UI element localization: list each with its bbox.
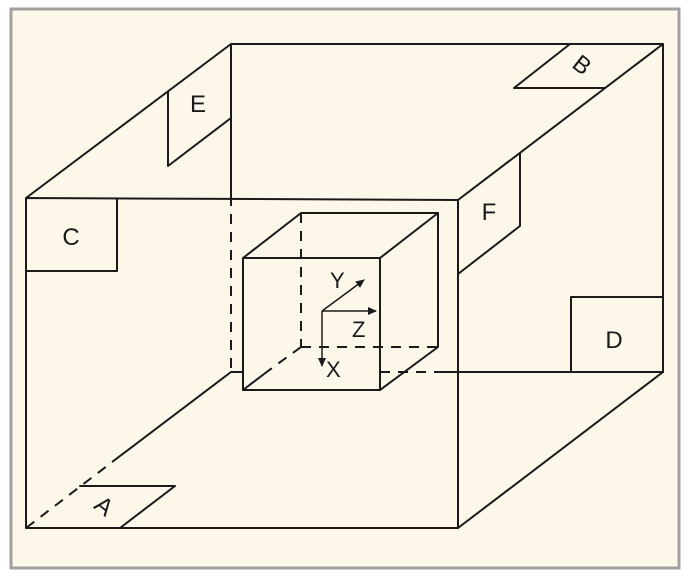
inner-cube-hidden-diagonal — [267, 346, 302, 372]
diagram-background — [9, 7, 681, 570]
inner-cube — [242, 212, 439, 391]
panel-d: D — [570, 296, 664, 373]
inner-cube-top-right-edge — [379, 212, 439, 259]
panel-e-label: E — [190, 91, 206, 118]
inner-cube-bottom-left-edge — [242, 370, 269, 391]
hidden-floor-diagonal — [25, 455, 121, 529]
inner-cube-front-face — [242, 257, 381, 391]
panel-f: F — [457, 152, 521, 275]
outer-floor-left-diagonal — [119, 371, 232, 457]
panel-c: C — [25, 198, 118, 272]
panel-f-label: F — [482, 199, 497, 226]
axis-y-arrow — [321, 279, 365, 312]
outer-hidden-edges — [25, 196, 458, 529]
outer-box — [25, 43, 664, 529]
axis-z-label: Z — [352, 317, 365, 342]
axis-y-label: Y — [330, 268, 345, 293]
panel-c-label: C — [62, 224, 79, 251]
panel-d-label: D — [605, 327, 622, 354]
panel-e: E — [167, 91, 232, 167]
axis-x-label: X — [326, 357, 341, 382]
outer-top-right-edge — [457, 43, 664, 201]
coordinate-axes: Y Z X — [318, 268, 377, 382]
